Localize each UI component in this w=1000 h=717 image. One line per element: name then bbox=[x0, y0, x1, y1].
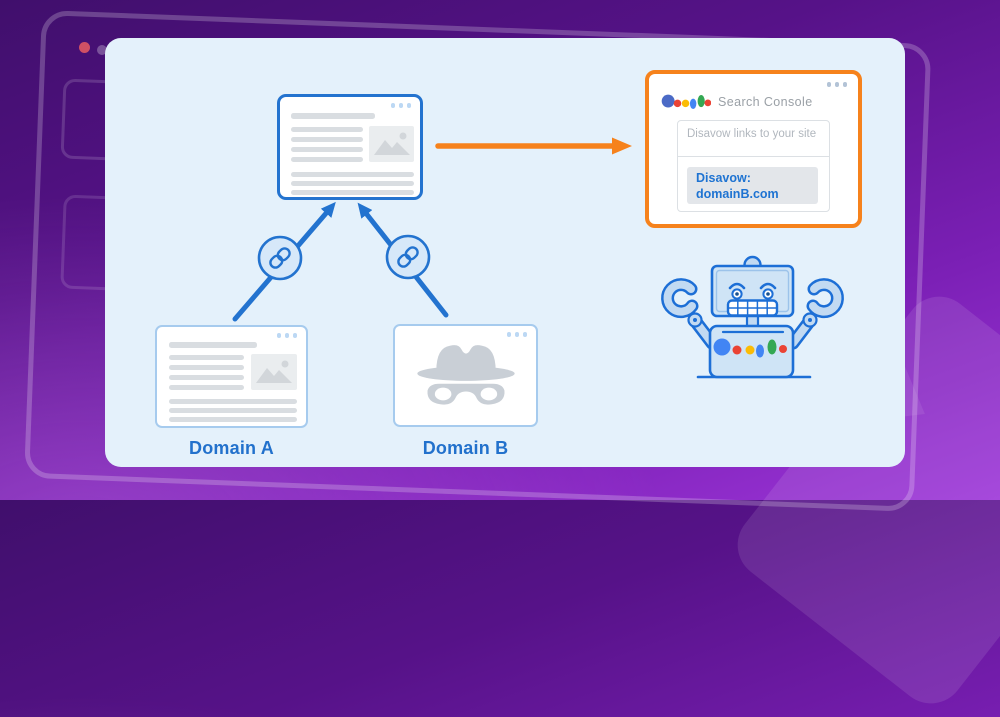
illustration-root: { "labels": { "domain_a": "Domain A", "d… bbox=[0, 0, 1000, 512]
search-console-window: Search Console Disavow links to your sit… bbox=[645, 70, 862, 228]
text-line-placeholder bbox=[169, 342, 257, 348]
text-line-placeholder bbox=[291, 157, 363, 162]
text-line-placeholder bbox=[169, 408, 297, 413]
search-console-title: Search Console bbox=[718, 95, 813, 109]
text-line-placeholder bbox=[169, 355, 244, 360]
incognito-icon bbox=[410, 339, 522, 416]
disavow-entry-line1: Disavow: bbox=[696, 171, 751, 185]
text-line-placeholder bbox=[291, 137, 363, 142]
disavow-entry-line2: domainB.com bbox=[696, 187, 779, 201]
text-line-placeholder bbox=[169, 375, 244, 380]
text-line-placeholder bbox=[169, 385, 244, 390]
disavow-entry: Disavow: domainB.com bbox=[687, 167, 818, 204]
text-line-placeholder bbox=[291, 127, 363, 132]
search-console-header: Search Console bbox=[661, 91, 813, 113]
window-dots-icon bbox=[506, 332, 527, 337]
window-dots-icon bbox=[390, 103, 411, 108]
google-dots-logo bbox=[661, 94, 711, 109]
text-line-placeholder bbox=[291, 113, 375, 119]
domain-a-label: Domain A bbox=[189, 438, 274, 458]
background-window-dot-red bbox=[79, 42, 90, 53]
target-site-window bbox=[277, 94, 423, 200]
disavow-panel: Disavow links to your site Disavow: doma… bbox=[677, 120, 830, 212]
text-line-placeholder bbox=[291, 190, 414, 195]
text-line-placeholder bbox=[291, 181, 414, 186]
text-line-placeholder bbox=[169, 365, 244, 370]
window-dots-icon bbox=[276, 333, 297, 338]
text-line-placeholder bbox=[169, 417, 297, 422]
text-line-placeholder bbox=[169, 399, 297, 404]
diagram-card: Search Console Disavow links to your sit… bbox=[105, 38, 905, 467]
background-window-dot-light bbox=[97, 45, 107, 55]
link-icon bbox=[385, 234, 431, 280]
text-line-placeholder bbox=[291, 147, 363, 152]
domain-a-window bbox=[155, 325, 308, 428]
backlink-arrow-domain-a bbox=[232, 201, 336, 322]
text-line-placeholder bbox=[291, 172, 414, 177]
window-dots-icon bbox=[826, 82, 847, 87]
domain-b-label: Domain B bbox=[422, 438, 509, 458]
link-icon bbox=[257, 235, 303, 281]
image-placeholder-icon bbox=[369, 126, 414, 162]
backlink-arrow-domain-b bbox=[357, 202, 449, 318]
image-placeholder-icon bbox=[251, 354, 297, 390]
domain-b-window bbox=[393, 324, 538, 427]
disavow-input[interactable]: Disavow links to your site bbox=[678, 121, 829, 157]
robot-icon bbox=[650, 253, 855, 388]
